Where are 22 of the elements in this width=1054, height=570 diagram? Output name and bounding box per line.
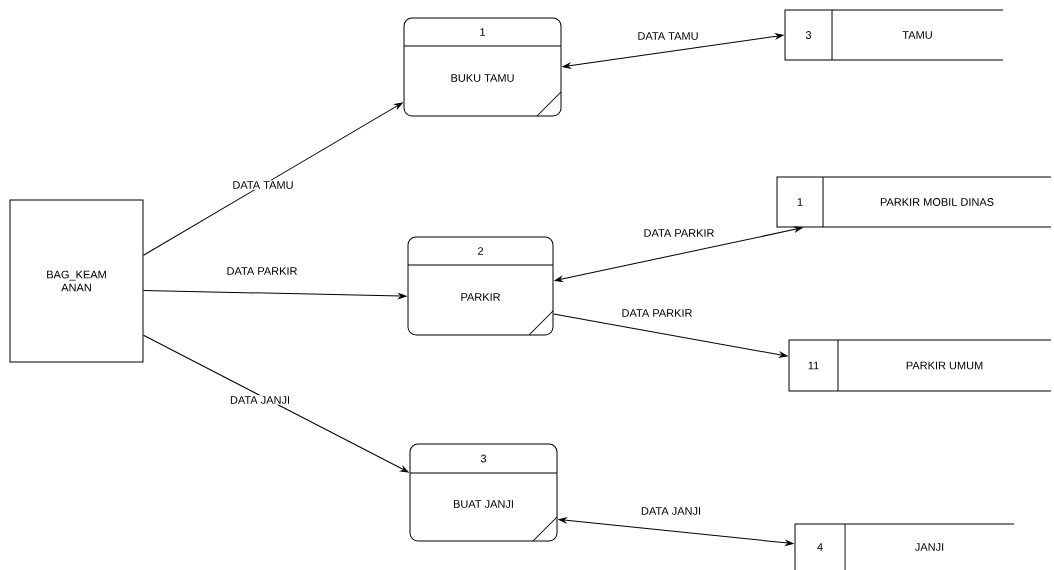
arrow [553,313,788,358]
process-box: 1 BUKU TAMU [403,17,562,117]
arrow [558,517,794,546]
data-store: 11 PARKIR UMUM [788,339,1052,392]
edge-label: DATA TAMU [636,31,700,41]
data-store: 1 PARKIR MOBIL DINAS [776,176,1052,228]
data-store: 4 JANJI [794,523,1015,570]
edge-label: DATA PARKIR [620,308,694,318]
arrow [143,289,407,299]
edge-label: DATA PARKIR [642,228,716,238]
arrow [143,102,403,256]
data-store: 3 TAMU [784,9,1004,61]
arrow [554,226,803,282]
edge-label: DATA JANJI [639,506,703,516]
edge-label: DATA PARKIR [225,266,299,276]
arrow [562,33,784,69]
edge-label: DATA TAMU [231,180,295,190]
process-box: 3 BUAT JANJI [409,443,558,542]
external-entity-box: BAG_KEAM ANAN [9,199,144,363]
edge-label: DATA JANJI [228,395,292,405]
process-box: 2 PARKIR [407,236,554,336]
arrow [143,334,409,473]
